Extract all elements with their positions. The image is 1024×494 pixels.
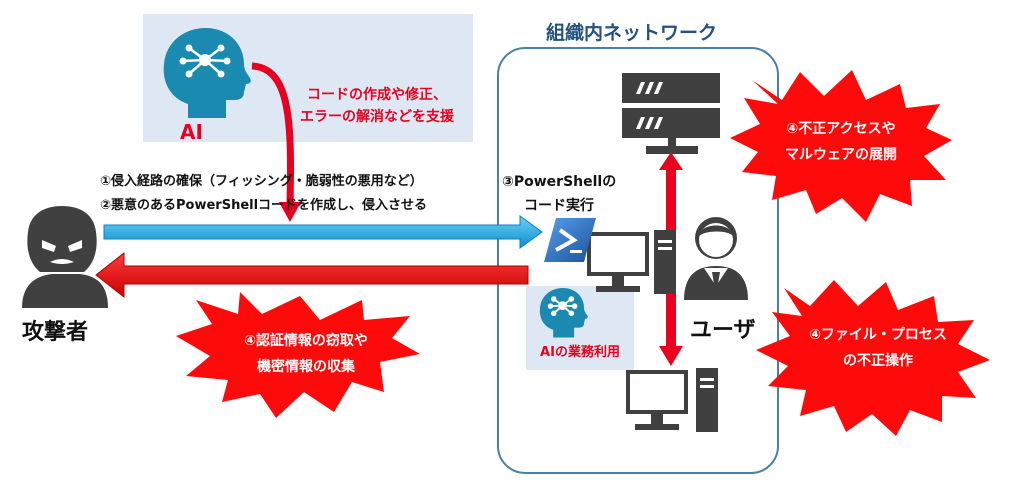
burst-file-text: ④ファイル・プロセス の不正操作 [788, 322, 968, 374]
ai-head-icon [163, 28, 251, 118]
lower-pc-icon [626, 368, 718, 432]
burst-access-line-1: ④不正アクセスや [786, 121, 896, 137]
burst-credential-line-1: ④認証情報の窃取や [244, 333, 368, 349]
attack-step-2: ②悪意のあるPowerShellコードを作成し、侵入させる [100, 198, 428, 213]
burst-file-line-2: の不正操作 [843, 353, 913, 369]
burst-file-process [756, 280, 990, 436]
server-icon [622, 73, 720, 154]
burst-file-line-1: ④ファイル・プロセス [809, 327, 947, 343]
attack-arrow-blue [103, 215, 543, 249]
burst-credential-theft [176, 292, 420, 418]
burst-access-line-2: マルウェアの展開 [785, 147, 897, 163]
network-boundary [497, 47, 779, 474]
attacker-label: 攻撃者 [22, 320, 89, 345]
user-pc-icon [587, 230, 676, 294]
ai-support-line-1: コードの作成や修正、 [307, 87, 447, 103]
ai-business-label: AIの業務利用 [540, 345, 620, 360]
attack-steps: ①侵入経路の確保（フィッシング・脆弱性の悪用など） ②悪意のあるPowerShe… [100, 170, 427, 218]
user-icon [684, 217, 748, 300]
execution-line-2: コード実行 [524, 198, 594, 214]
burst-unauthorized-access [730, 70, 952, 222]
exfil-arrow-red [95, 251, 529, 299]
burst-access-text: ④不正アクセスや マルウェアの展開 [756, 116, 926, 168]
powershell-icon [544, 218, 596, 262]
execution-label: ③PowerShellの コード実行 [502, 170, 616, 218]
ai-business-head-icon [539, 288, 588, 338]
network-title: 組織内ネットワーク [546, 22, 718, 44]
ai-support-line-2: エラーの解消などを支援 [300, 109, 454, 125]
burst-credential-line-2: 機密情報の収集 [257, 359, 355, 375]
burst-credential-text: ④認証情報の窃取や 機密情報の収集 [216, 328, 396, 380]
execution-line-1: ③PowerShellの [502, 174, 617, 190]
attack-step-1: ①侵入経路の確保（フィッシング・脆弱性の悪用など） [100, 174, 423, 189]
ai-support-text: コードの作成や修正、 エラーの解消などを支援 [292, 84, 462, 128]
attacker-icon [22, 206, 108, 308]
ai-support-arrow [251, 62, 301, 222]
ai-label: AI [180, 120, 203, 144]
user-label: ユーザ [690, 318, 756, 343]
